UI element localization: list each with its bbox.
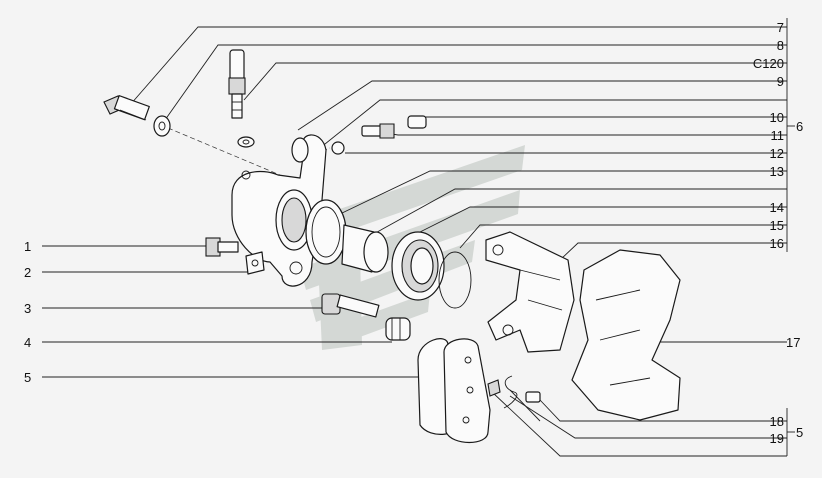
callout-12: 12 [770,146,784,161]
callout-4: 4 [24,335,31,350]
callout-6: 6 [796,119,803,134]
washer-part-9 [237,136,255,148]
leader-lines-left [42,245,428,378]
callout-1: 1 [24,239,31,254]
bolt-part-1 [205,237,239,257]
ring-part-15 [438,251,472,309]
callout-9: 9 [777,74,784,89]
callout-c120: C120 [753,56,784,71]
callout-5-left: 5 [24,370,31,385]
guide-pin-part-3 [321,293,380,318]
callout-7: 7 [777,20,784,35]
callout-11: 11 [771,128,785,143]
bolt-part-7 [103,95,150,121]
callout-19: 19 [770,431,784,446]
washer-part-8 [153,115,171,137]
pins-parts-10-12 [331,115,427,155]
callout-18: 18 [770,414,784,429]
piston [341,224,389,273]
boot-part-4 [385,317,411,341]
spring-clip-part-19 [503,375,518,409]
callout-14: 14 [770,200,784,215]
bleed-screw-c120 [228,49,246,119]
callout-8: 8 [777,38,784,53]
callout-10: 10 [770,110,784,125]
brake-pads-part-5 [417,338,501,443]
callout-16: 16 [770,236,784,251]
callout-2: 2 [24,265,31,280]
callout-13: 13 [770,164,784,179]
plate-part-2 [245,251,265,275]
bracket-part-17 [571,249,681,421]
group-brackets [786,18,795,456]
caliper-body [231,134,327,287]
callout-3: 3 [24,301,31,316]
callout-labels: 1 2 3 4 5 7 8 C120 9 10 6 11 12 13 14 15… [24,20,803,446]
callout-5-right: 5 [796,425,803,440]
pin-part-18 [525,391,541,403]
bracket-part-16 [485,231,575,353]
seal-part-13 [305,199,347,265]
dust-boot-part-14 [391,231,445,301]
callout-17: 17 [786,335,800,350]
callout-15: 15 [770,218,784,233]
